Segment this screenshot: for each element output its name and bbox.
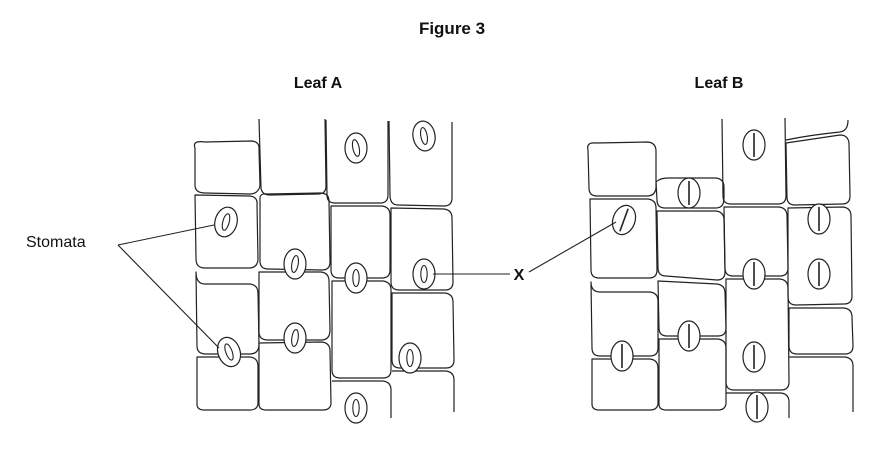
leaf-b-epidermis <box>587 117 854 418</box>
stomata-pointer-line <box>117 224 215 246</box>
leaf-b-label: Leaf B <box>695 75 744 92</box>
stoma-closed <box>745 391 769 423</box>
stoma-closed <box>677 320 701 352</box>
stoma-closed <box>611 204 637 236</box>
stoma-open <box>216 336 242 368</box>
stoma-open <box>214 206 238 238</box>
stoma-closed <box>742 258 766 290</box>
leaf-a-stomata <box>214 120 436 424</box>
stoma-closed <box>742 129 766 161</box>
stoma-closed <box>807 203 831 235</box>
x-pointer-line-right <box>528 221 617 273</box>
stoma-closed <box>677 177 701 209</box>
stoma-open <box>344 392 368 424</box>
figure-title: Figure 3 <box>419 19 485 38</box>
stoma-open <box>344 132 368 164</box>
stoma-open <box>283 322 307 354</box>
stoma-closed <box>742 341 766 373</box>
leaf-a-label: Leaf A <box>294 75 343 92</box>
stoma-open <box>283 248 307 280</box>
leaf-b-stomata <box>610 129 831 423</box>
x-label: X <box>514 267 525 284</box>
stoma-open <box>344 262 368 294</box>
stoma-open <box>412 120 436 152</box>
stoma-closed <box>610 340 634 372</box>
leaf-a-epidermis <box>193 118 455 418</box>
stoma-open <box>412 258 436 290</box>
stoma-closed <box>807 258 831 290</box>
stomata-pointer-line <box>117 244 220 349</box>
stoma-open <box>398 342 422 374</box>
stomata-label: Stomata <box>26 234 86 251</box>
